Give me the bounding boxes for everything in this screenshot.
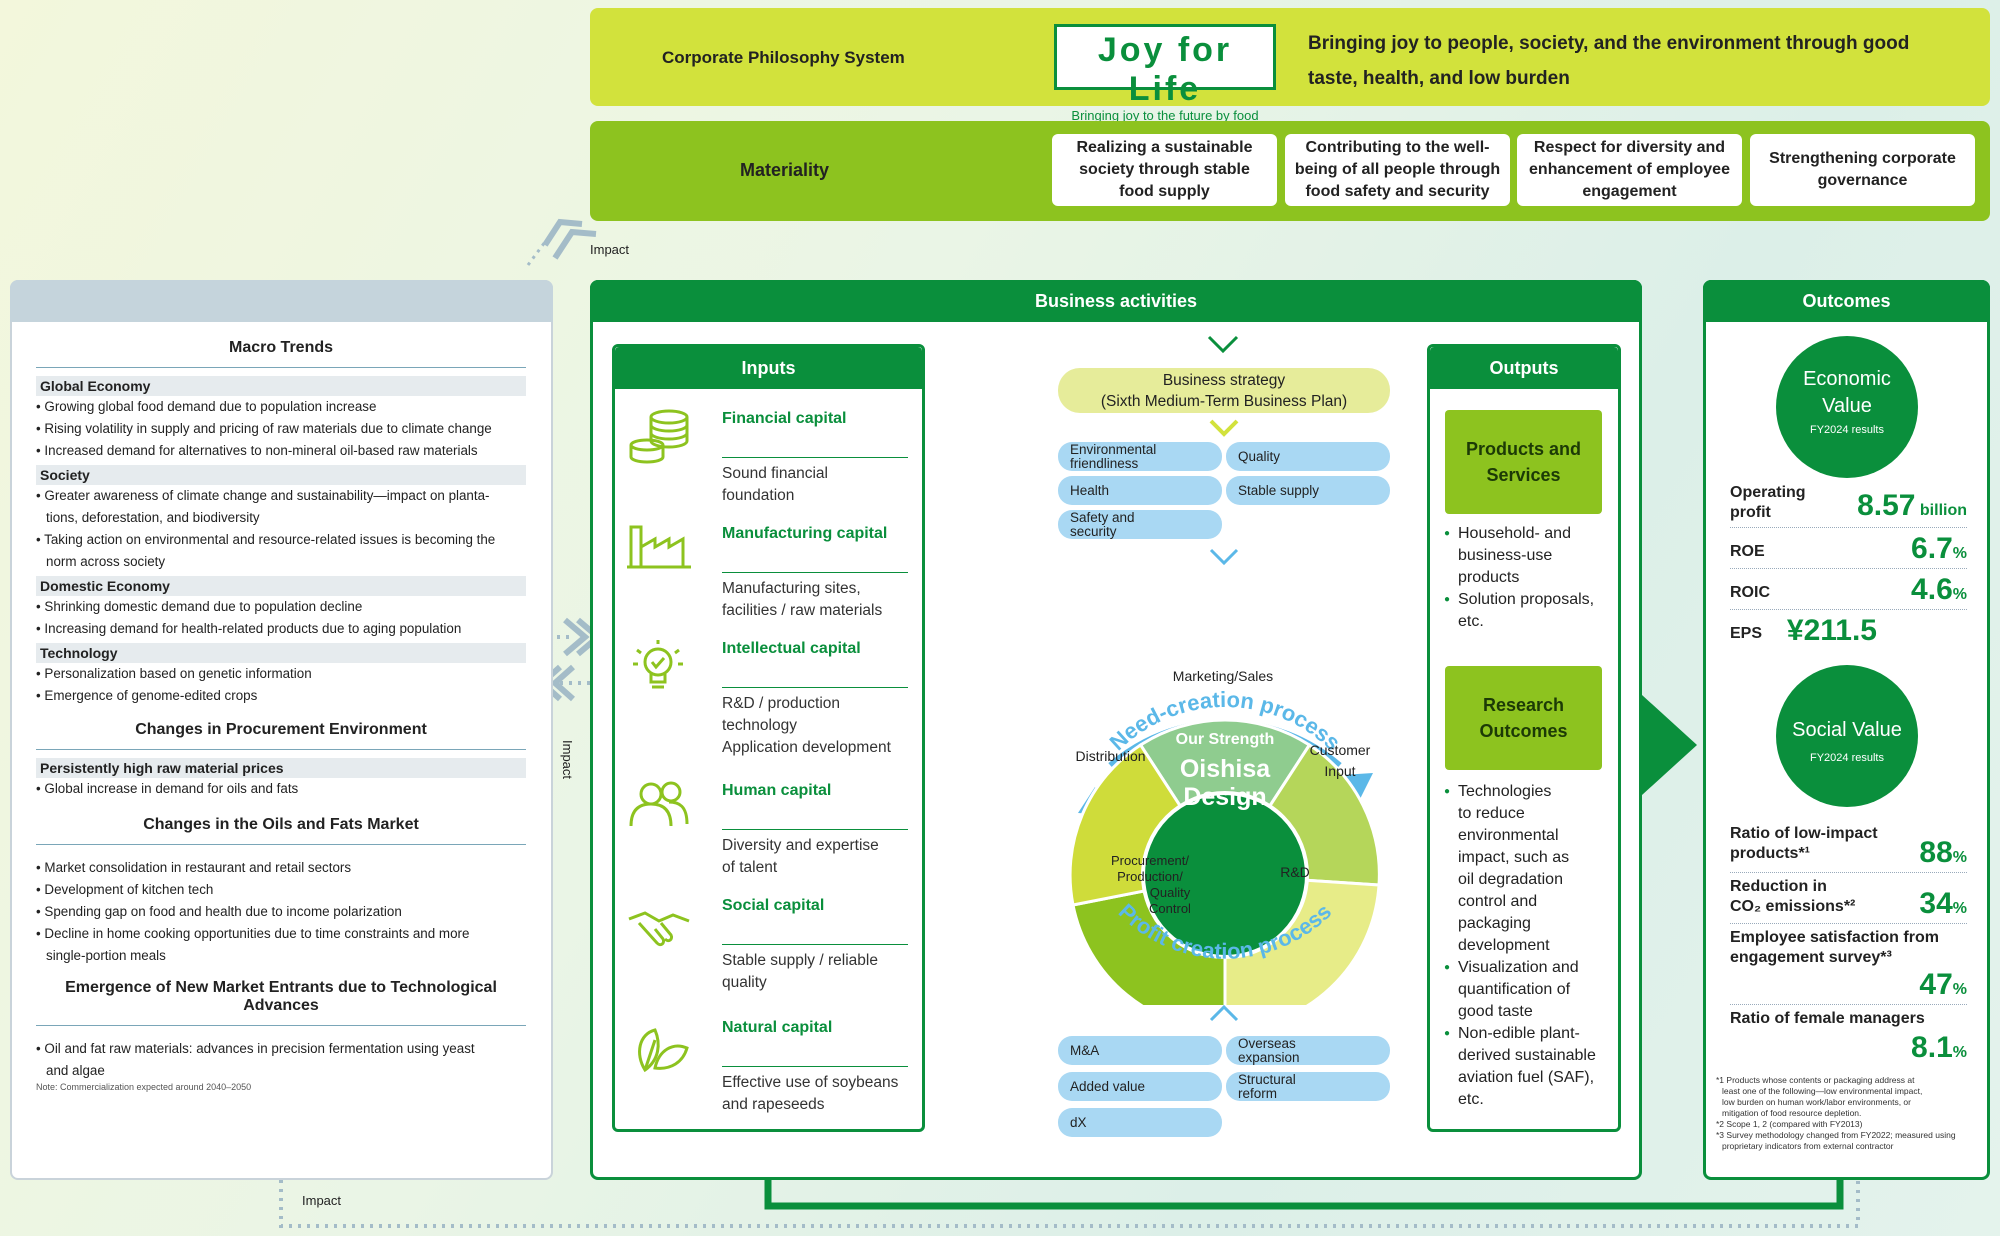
business-title: Business activities xyxy=(590,280,1642,322)
macro-section: Technology xyxy=(36,643,526,663)
slogan: Joy for Life xyxy=(1097,31,1233,108)
macro-section: Domestic Economy xyxy=(36,576,526,596)
handshake-icon xyxy=(628,911,690,947)
lever-pill: M&A xyxy=(1058,1036,1222,1065)
joy-for-life-logo: Joy for Life Bringing joy to the future … xyxy=(1054,24,1276,123)
impact-label-bottom: Impact xyxy=(302,1193,342,1208)
macro-section: Society xyxy=(36,465,526,485)
market-title: Changes in the Oils and Fats Market xyxy=(143,816,419,833)
metric-row: Ratio of female managers 8.1% xyxy=(1730,1010,1967,1064)
capital-item: Financial capital xyxy=(722,410,847,427)
capital-item: Intellectual capital xyxy=(722,640,861,657)
macro-section: Persistently high raw material prices xyxy=(36,758,526,778)
business-strategy: Business strategy(Sixth Medium-Term Busi… xyxy=(1058,368,1390,413)
slogan-sub: Bringing joy to the future by food xyxy=(1071,108,1259,123)
theme-pill: Quality xyxy=(1226,442,1390,471)
impact-label-side: Impact xyxy=(560,740,575,780)
segment-label: R&D xyxy=(1280,864,1310,880)
metric-row: ROIC 4.6% xyxy=(1730,573,1967,606)
philosophy-bar xyxy=(590,8,1990,106)
theme-pill: Stable supply xyxy=(1226,476,1390,505)
macro-panel xyxy=(10,280,553,1180)
macro-note: Note: Commercialization expected around … xyxy=(36,1082,252,1092)
materiality-label: Materiality xyxy=(740,160,830,180)
capital-item: Natural capital xyxy=(722,1019,833,1036)
materiality-item: Contributing to the well-being of all pe… xyxy=(1285,134,1510,206)
metric-row: EPS ¥211.5 xyxy=(1730,614,1877,647)
inputs-title: Inputs xyxy=(615,347,922,389)
chevron-down-icon xyxy=(1207,335,1239,354)
value-creation-wheel: Need-creation process Profit creation pr… xyxy=(1068,687,1381,1005)
chevron-down-icon xyxy=(1209,419,1239,437)
entrants-title: Emergence of New Market Entrants due to … xyxy=(65,979,497,1014)
procurement-title: Changes in Procurement Environment xyxy=(135,721,427,738)
statement-line: Bringing joy to people, society, and the… xyxy=(1308,33,1910,54)
impact-label-top: Impact xyxy=(590,242,630,257)
outcomes-notes: *1 Products whose contents or packaging … xyxy=(1716,1075,1956,1151)
philosophy-statement: Bringing joy to people, society, and the… xyxy=(1308,26,1909,96)
statement-line: taste, health, and low burden xyxy=(1308,68,1570,89)
macro-panel-header xyxy=(10,280,553,322)
social-value-circle: Social Value FY2024 results xyxy=(1776,665,1918,807)
chevron-down-icon xyxy=(1209,548,1239,566)
segment-label: Marketing/Sales xyxy=(1172,668,1274,684)
lightbulb-icon xyxy=(633,640,683,689)
capital-item: Human capital xyxy=(722,782,832,799)
economic-value-circle: Economic Value FY2024 results xyxy=(1776,336,1918,478)
list-item: Solution proposals,etc. xyxy=(1444,589,1614,633)
strength-center: Our Strength Oishisa Design xyxy=(1175,731,1275,811)
outcomes-title: Outcomes xyxy=(1703,280,1990,322)
coins-icon xyxy=(629,409,689,464)
theme-pill: Health xyxy=(1058,476,1222,505)
inputs-panel: Inputs xyxy=(612,344,925,1132)
philosophy-label: Corporate Philosophy System xyxy=(662,48,905,67)
capital-desc: Manufacturing sites,facilities / raw mat… xyxy=(722,580,883,619)
factory-icon xyxy=(627,525,691,569)
macro-content: Macro Trends Global Economy • Growing gl… xyxy=(36,335,526,1092)
chevron-up-icon xyxy=(1209,1004,1239,1022)
outputs-title: Outputs xyxy=(1430,347,1618,389)
lever-pill: dX xyxy=(1058,1108,1222,1137)
macro-section: Global Economy xyxy=(36,376,526,396)
capital-icons xyxy=(627,409,691,1073)
segment-label: Procurement/Production/Quality Control xyxy=(1110,853,1191,916)
list-item: Non-edible plant-derived sustainableavia… xyxy=(1444,1023,1614,1111)
impact-chevron-top-icon xyxy=(542,218,597,260)
metric-row: ROE 6.7% xyxy=(1730,532,1967,565)
lever-pill: Added value xyxy=(1058,1072,1222,1101)
people-icon xyxy=(629,781,689,827)
leaf-icon xyxy=(638,1028,689,1073)
macro-title: Macro Trends xyxy=(228,339,334,356)
segment-label: Distribution xyxy=(1075,748,1146,764)
capital-item: Social capital xyxy=(722,897,825,914)
capital-item: Manufacturing capital xyxy=(722,525,888,542)
